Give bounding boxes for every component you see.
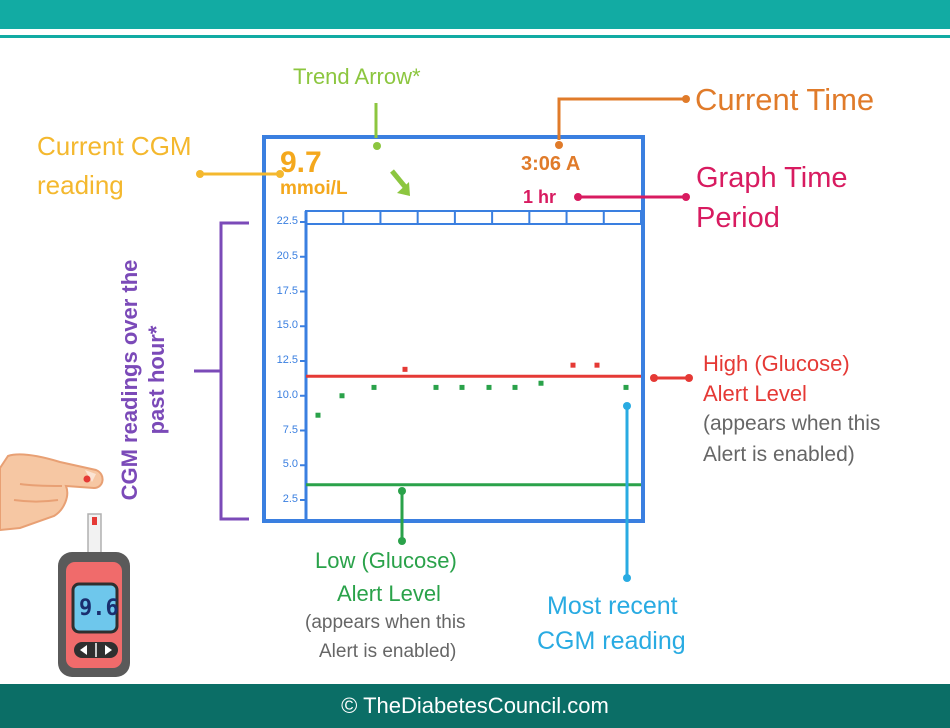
trend-arrow-icon	[390, 169, 408, 190]
most-recent-label-2: CGM reading	[537, 627, 686, 655]
y-axis-ticks	[300, 221, 306, 501]
y-tick-label: 17.5	[276, 284, 298, 297]
y-tick-label: 7.5	[282, 423, 298, 436]
high-alert-label-1: High (Glucose)	[703, 351, 850, 376]
y-tick-label: 5.0	[282, 458, 298, 471]
period-connector-dot	[574, 193, 582, 201]
low-connector-dot	[398, 487, 406, 495]
graph-time-label-2: Period	[696, 202, 780, 234]
cgm-reading-point	[339, 393, 345, 399]
meter-left-icon	[80, 645, 87, 655]
cgm-reading-point	[486, 384, 492, 390]
current-time-label: Current Time	[695, 82, 875, 117]
recent-connector-dot	[623, 402, 631, 410]
current-time-value: 3:06 A	[521, 153, 581, 175]
low-alert-label-1: Low (Glucose)	[315, 548, 457, 573]
trend-arrowhead-icon	[397, 182, 410, 196]
high-alert-note-2: Alert is enabled)	[703, 443, 855, 466]
cgm-reading-point	[594, 362, 600, 368]
y-tick-label: 15.0	[276, 319, 298, 332]
time-connector	[557, 97, 684, 140]
y-tick-label: 10.0	[276, 388, 298, 401]
time-connector-dot	[555, 141, 563, 149]
graph-period-value: 1 hr	[523, 187, 557, 207]
top-banner	[0, 0, 950, 29]
high-alert-note-1: (appears when this	[703, 412, 881, 435]
cgm-reading-point	[512, 384, 518, 390]
cgm-reading-point	[315, 412, 321, 418]
readings-label-2: past hour*	[144, 325, 169, 435]
cgm-connector-dot	[276, 170, 284, 178]
low-alert-note-2: Alert is enabled)	[319, 641, 457, 662]
readings-label: CGM readings over the past hour*	[116, 260, 170, 501]
ruler-ticks	[342, 211, 605, 224]
meter-right-icon	[105, 645, 112, 655]
cgm-reading-point	[538, 380, 544, 386]
cgm-reading-point	[623, 384, 629, 390]
y-tick-label: 2.5	[282, 493, 298, 505]
period-connector-end	[682, 193, 690, 201]
cgm-reading-point	[570, 362, 576, 368]
device-frame	[262, 135, 645, 523]
time-connector-end	[682, 95, 690, 103]
cgm-readings	[315, 362, 629, 418]
footer-copyright: © TheDiabetesCouncil.com	[0, 684, 950, 728]
y-tick-label: 12.5	[276, 354, 298, 366]
glucose-meter-illustration	[58, 513, 130, 677]
low-alert-label-2: Alert Level	[337, 581, 441, 606]
most-recent-label-1: Most recent	[547, 592, 678, 620]
readings-bracket	[219, 221, 249, 521]
meter-display: 9.6	[79, 596, 119, 621]
current-cgm-label-2: reading	[37, 170, 124, 200]
low-connector-end	[398, 537, 406, 545]
low-alert-note-1: (appears when this	[305, 612, 466, 633]
current-reading-value: 9.7	[280, 146, 322, 179]
cgm-reading-point	[433, 384, 439, 390]
cgm-reading-point	[371, 384, 377, 390]
cgm-reading-point	[402, 366, 408, 372]
y-tick-label: 22.5	[276, 215, 298, 227]
readings-label-1: CGM readings over the	[117, 259, 142, 501]
trend-arrow-label: Trend Arrow*	[293, 64, 421, 89]
finger-illustration	[0, 453, 104, 532]
trend-connector-dot	[373, 142, 381, 150]
current-reading-unit: mmoi/L	[280, 178, 348, 199]
recent-connector-end	[623, 574, 631, 582]
current-cgm-label-1: Current CGM	[37, 131, 192, 161]
y-tick-label: 20.5	[276, 249, 298, 262]
high-connector-end	[685, 374, 693, 382]
cgm-connector-start	[196, 170, 204, 178]
time-ruler	[305, 210, 642, 225]
high-alert-label-2: Alert Level	[703, 381, 807, 406]
graph-time-label-1: Graph Time	[696, 162, 848, 194]
top-divider	[0, 35, 950, 38]
cgm-reading-point	[459, 384, 465, 390]
high-connector-dot	[650, 374, 658, 382]
blood-drop-icon	[83, 475, 91, 483]
